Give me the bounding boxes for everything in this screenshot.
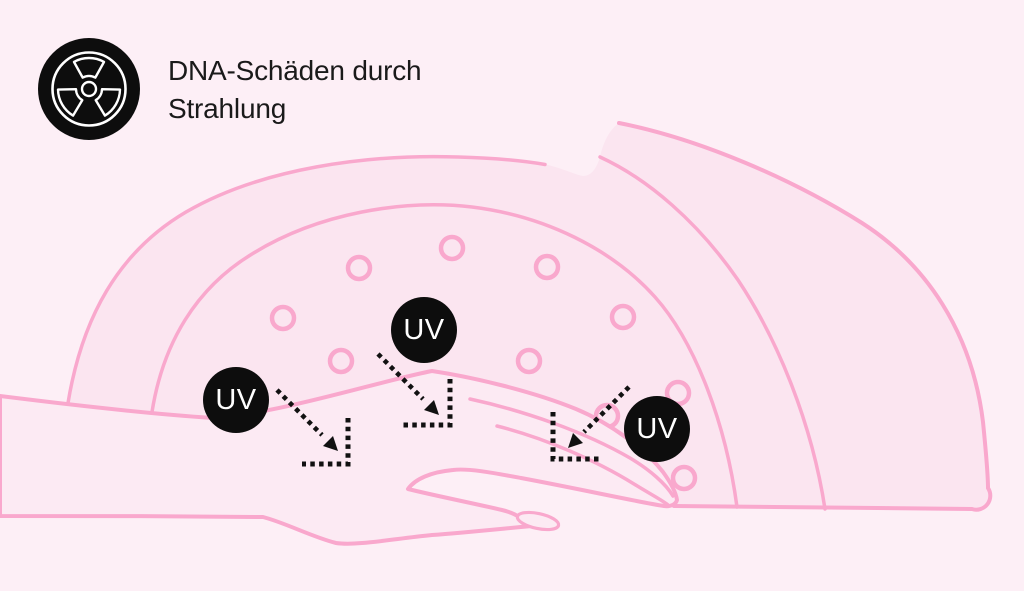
uv-ray-arrow-right xyxy=(550,385,631,462)
led-light xyxy=(533,253,561,281)
finger-lines xyxy=(468,397,675,507)
header: DNA-Schäden durch Strahlung xyxy=(38,38,422,140)
uv-badge-label: UV xyxy=(403,313,445,346)
led-light xyxy=(515,347,543,375)
hand xyxy=(0,369,679,546)
arrow-line xyxy=(275,388,324,437)
page-title-line2: Strahlung xyxy=(168,93,287,124)
arrow-head xyxy=(568,433,583,448)
led-light xyxy=(438,234,466,262)
uv-ray-arrows xyxy=(275,352,631,467)
led-light xyxy=(327,347,355,375)
arrow-line xyxy=(376,352,425,401)
page-title-line1: DNA-Schäden durch xyxy=(168,55,422,86)
led-light xyxy=(609,303,637,331)
uv-badge-label: UV xyxy=(636,412,678,445)
arrow-head xyxy=(424,400,439,415)
uv-ray-arrow-middle xyxy=(376,352,453,428)
surface-corner-bracket xyxy=(550,412,601,462)
led-light xyxy=(345,254,373,282)
surface-corner-bracket xyxy=(302,418,351,467)
arrow-line xyxy=(582,385,631,434)
lamp-shell-outer-arc xyxy=(617,121,993,512)
surface-corner-bracket xyxy=(403,379,453,428)
uv-badge: UV xyxy=(203,367,269,433)
uv-badge: UV xyxy=(624,396,690,462)
uv-badge-label: UV xyxy=(215,383,257,416)
page-title: DNA-Schäden durch Strahlung xyxy=(168,38,422,128)
radiation-icon xyxy=(38,38,140,140)
led-light xyxy=(670,464,698,492)
arrow-head xyxy=(323,436,338,451)
led-light xyxy=(269,304,297,332)
uv-ray-arrow-left xyxy=(275,388,351,467)
thumb-nail xyxy=(515,510,561,532)
finger-line xyxy=(468,397,675,498)
lamp-cavity-edge xyxy=(150,203,739,509)
lamp-dome-outer-edge xyxy=(66,154,547,405)
lamp-shell-middle-arc xyxy=(598,155,827,511)
finger-line xyxy=(495,424,670,507)
uv-badge: UV xyxy=(391,297,457,363)
